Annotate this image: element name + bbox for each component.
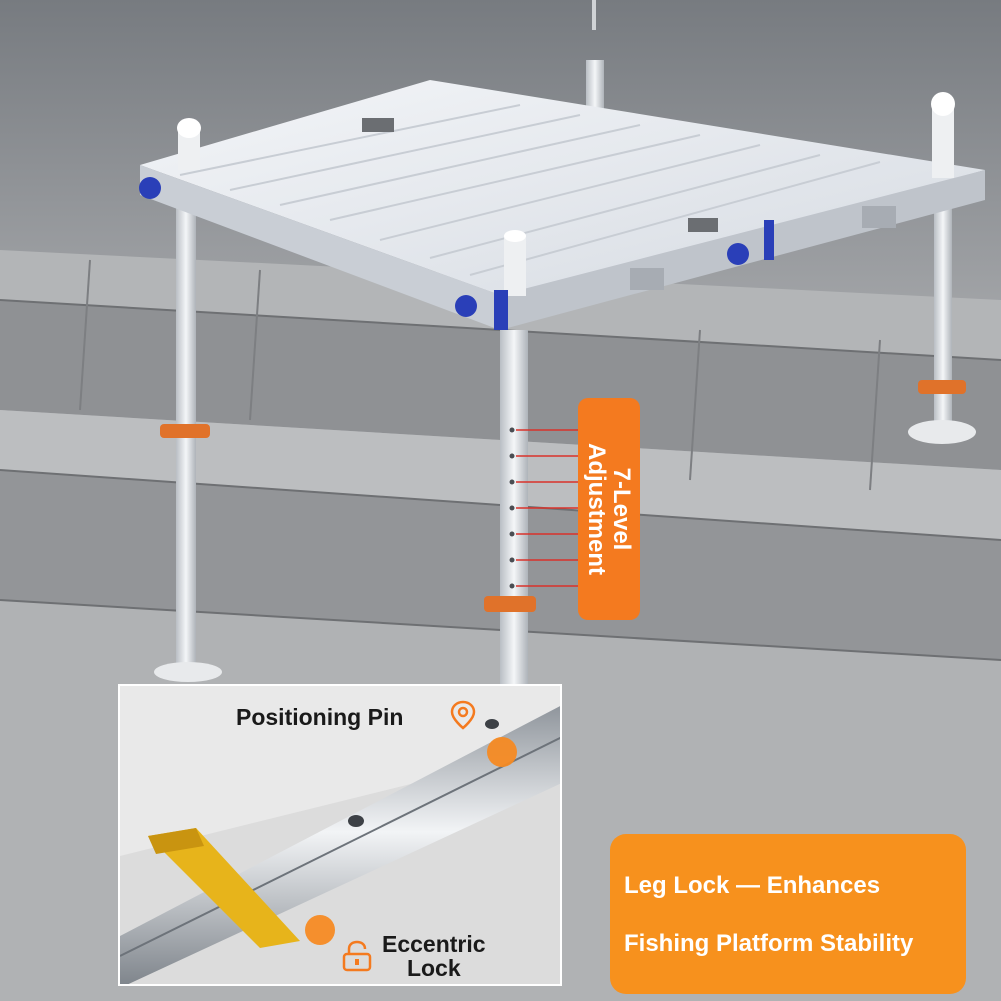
leg-closeup-illustration bbox=[120, 686, 560, 984]
padlock-icon bbox=[342, 940, 372, 972]
adjustment-label: 7-Level Adjustment bbox=[583, 443, 635, 575]
feature-card-line-2: Fishing Platform Stability bbox=[624, 930, 914, 957]
eccentric-lock-label: Eccentric Lock bbox=[382, 932, 486, 980]
feature-card: Leg Lock — Enhances Fishing Platform Sta… bbox=[610, 834, 966, 994]
adjustment-badge: 7-Level Adjustment bbox=[578, 398, 640, 620]
eccentric-lock-line-1: Eccentric bbox=[382, 931, 486, 957]
location-pin-icon bbox=[450, 700, 476, 730]
feature-card-line-1: Leg Lock — Enhances bbox=[624, 872, 881, 899]
eccentric-lock-line-2: Lock bbox=[406, 955, 461, 981]
leg-lock-inset: Positioning Pin Eccentric Lock bbox=[118, 684, 562, 986]
positioning-pin-label: Positioning Pin bbox=[236, 704, 404, 730]
